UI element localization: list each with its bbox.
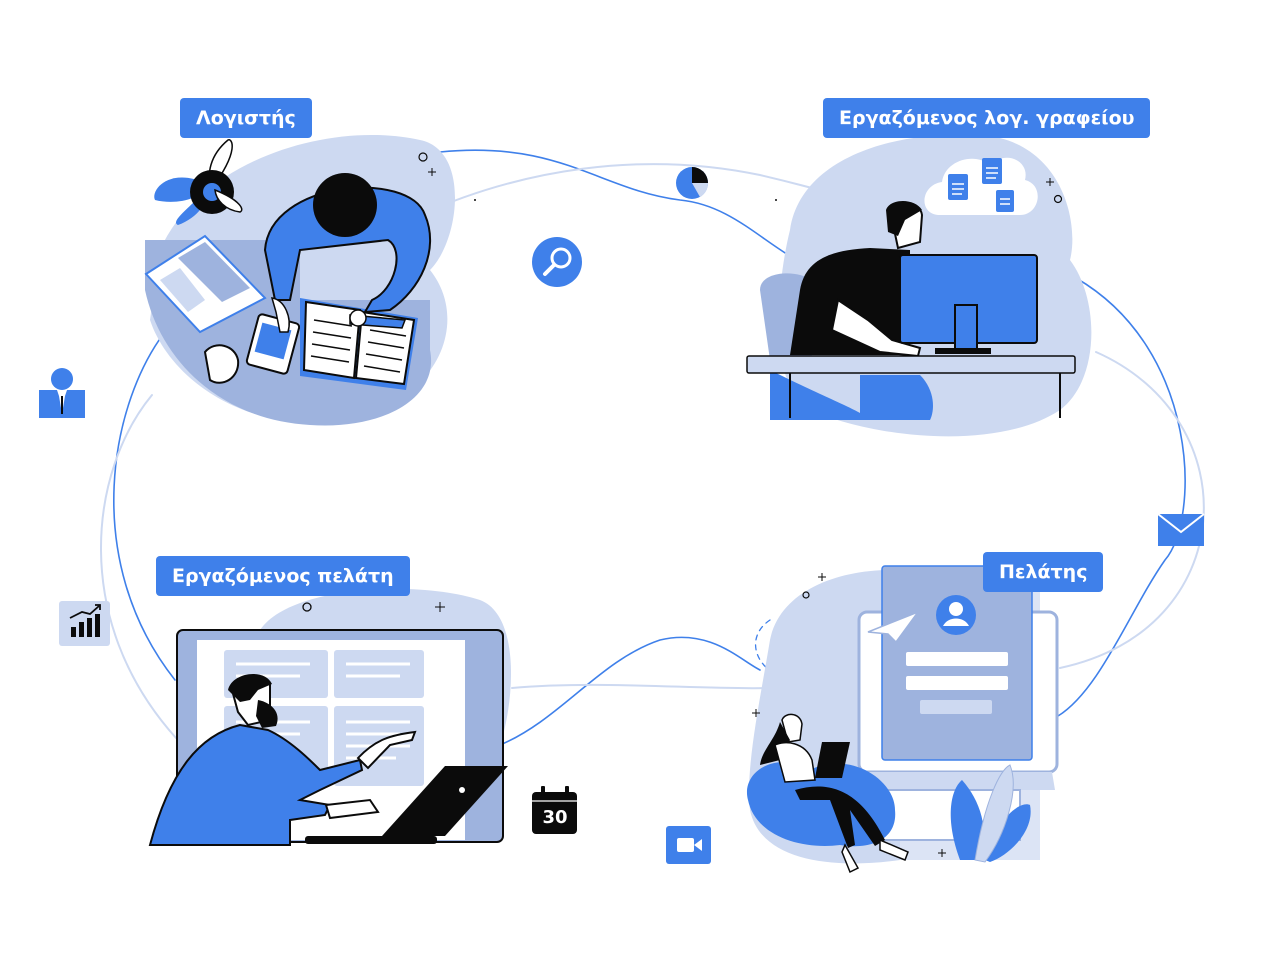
client-employee-person (148, 673, 417, 846)
plant-icon (154, 139, 243, 225)
client-scene (746, 565, 1059, 874)
role-label-accountant: Λογιστής (180, 98, 312, 138)
role-label-client: Πελάτης (983, 552, 1104, 592)
laptop-icon (305, 766, 508, 844)
cloud-documents-icon (924, 157, 1038, 215)
video-icon (666, 826, 711, 864)
laptop-icon (144, 234, 267, 334)
office-employee-scene (746, 134, 1092, 437)
client-employee-scene (148, 588, 512, 846)
paper-plane-icon (867, 610, 921, 644)
plant-icon (950, 764, 1031, 863)
mail-icon (1157, 513, 1205, 546)
accountant-scene (144, 134, 455, 426)
calendar-icon: 30 (532, 786, 577, 834)
user-icon (39, 368, 85, 418)
accountant-person (263, 173, 431, 333)
login-form-card (881, 565, 1033, 761)
pie-chart-icon (676, 167, 709, 199)
monitor-icon (899, 254, 1038, 354)
office-employee-person (790, 201, 933, 420)
role-label-client-employee: Εργαζόμενος πελάτη (156, 556, 410, 596)
client-person (746, 713, 909, 874)
bar-chart-icon (59, 601, 110, 646)
open-book-icon (300, 298, 418, 390)
calendar-day: 30 (542, 807, 567, 828)
search-icon (532, 237, 582, 287)
role-label-office-employee: Εργαζόμενος λογ. γραφείου (823, 98, 1151, 138)
